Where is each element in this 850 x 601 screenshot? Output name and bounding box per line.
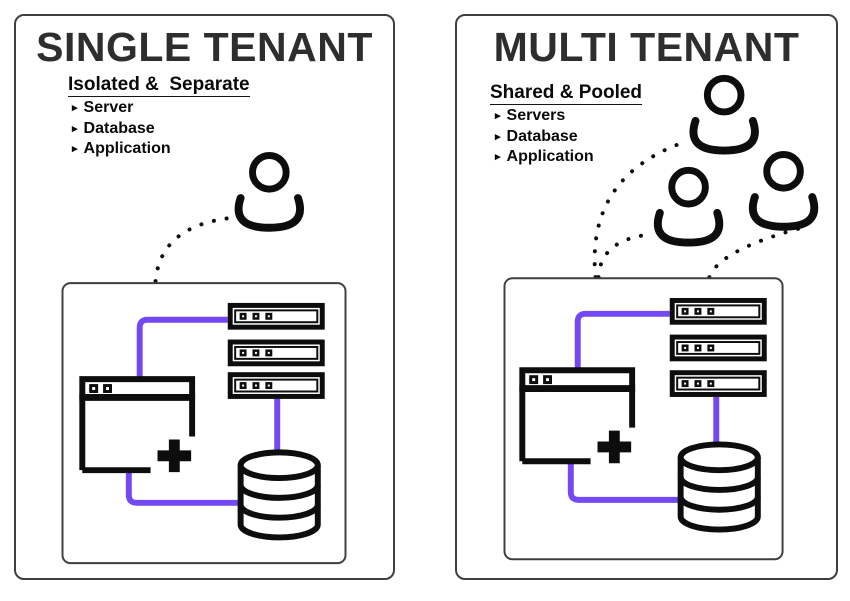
triangle-bullet-icon: ▸ bbox=[72, 143, 78, 155]
server-rack-icon bbox=[672, 373, 764, 395]
list-item: ▸ Servers bbox=[495, 106, 594, 127]
triangle-bullet-icon: ▸ bbox=[72, 122, 78, 135]
subtitle-text: Isolated & Separate bbox=[68, 74, 250, 97]
server-rack-icon bbox=[672, 300, 764, 322]
triangle-bullet-icon: ▸ bbox=[495, 130, 501, 143]
app-window-icon bbox=[79, 379, 195, 472]
feature-label: Servers bbox=[506, 107, 566, 124]
triangle-bullet-icon: ▸ bbox=[72, 102, 78, 114]
triangle-bullet-icon: ▸ bbox=[495, 110, 501, 122]
app-window-icon bbox=[519, 370, 635, 463]
feature-list: ▸ Servers ▸ Database ▸ Application bbox=[495, 106, 594, 168]
user-icon bbox=[693, 78, 754, 150]
feature-label: Server bbox=[83, 99, 134, 116]
feature-label: Database bbox=[83, 119, 155, 137]
page-title: MULTI TENANT bbox=[493, 24, 800, 70]
server-rack-icon bbox=[230, 375, 322, 397]
panel-subtitle: Shared & Pooled bbox=[490, 82, 643, 105]
user-icon bbox=[239, 156, 300, 228]
connector-app-to-database bbox=[125, 467, 243, 506]
multi-tenant-diagram bbox=[503, 16, 836, 561]
connector-app-to-database bbox=[567, 458, 683, 503]
user-link-dotted-line bbox=[707, 226, 801, 280]
feature-label: Application bbox=[506, 148, 594, 165]
user-icon bbox=[658, 170, 719, 242]
subtitle-text: Shared & Pooled bbox=[490, 82, 643, 105]
user-icon bbox=[753, 155, 814, 227]
list-item: ▸ Application bbox=[495, 147, 594, 168]
user-link-dotted-line bbox=[153, 215, 234, 284]
single-tenant-panel: SINGLE TENANT Isolated & Separate ▸ Serve… bbox=[14, 14, 395, 580]
user-link-dotted-line bbox=[592, 139, 688, 280]
feature-label: Application bbox=[83, 140, 171, 157]
list-item: ▸ Server bbox=[72, 98, 171, 119]
page-title: SINGLE TENANT bbox=[36, 24, 373, 70]
connector-server-to-app bbox=[136, 316, 228, 382]
database-icon bbox=[241, 452, 318, 537]
list-item: ▸ Application bbox=[72, 139, 171, 160]
panel-subtitle: Isolated & Separate bbox=[68, 74, 250, 97]
list-item: ▸ Database bbox=[495, 127, 594, 148]
user-link-dotted-line bbox=[596, 232, 650, 280]
feature-label: Database bbox=[506, 127, 578, 145]
server-rack-icon bbox=[230, 342, 322, 364]
triangle-bullet-icon: ▸ bbox=[495, 151, 501, 163]
connector-server-to-app bbox=[574, 310, 670, 374]
multi-tenant-panel: MULTI TENANT Shared & Pooled ▸ Servers ▸ D… bbox=[455, 14, 838, 580]
list-item: ▸ Database bbox=[72, 119, 171, 140]
server-rack-icon bbox=[230, 305, 322, 327]
server-rack-icon bbox=[672, 337, 764, 359]
single-tenant-diagram bbox=[61, 16, 347, 565]
feature-list: ▸ Server ▸ Database ▸ Application bbox=[72, 98, 171, 160]
database-icon bbox=[681, 444, 758, 529]
